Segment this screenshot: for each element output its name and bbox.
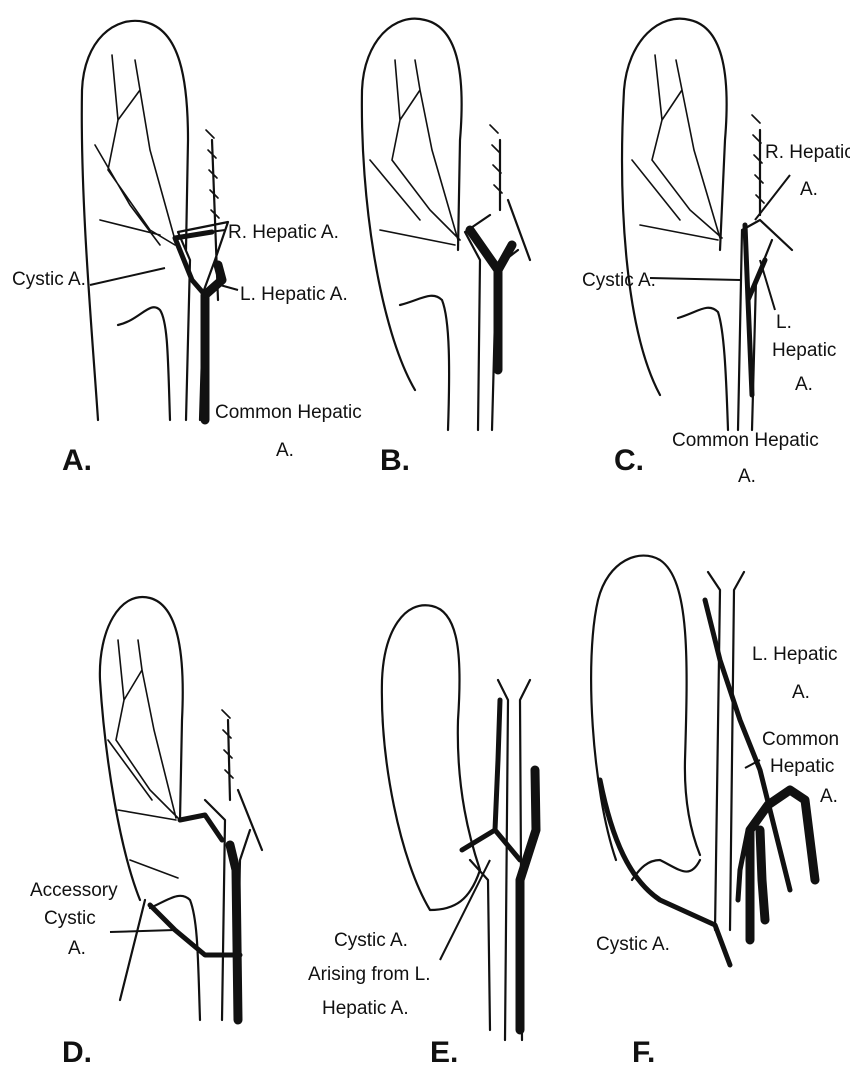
label-hepatic-a: A. [820, 786, 838, 807]
gallbladder-outline [82, 21, 188, 420]
leader-lines [110, 930, 175, 932]
panel-d: Accessory Cystic A. D. [30, 597, 262, 1069]
label-r-hepatic-a: A. [800, 179, 818, 200]
label-common-hepatic: Common Hepatic [672, 430, 819, 451]
label-l-hepatic-a: A. [792, 682, 810, 703]
gallbladder-outline [100, 597, 183, 900]
common-hepatic-artery [230, 845, 238, 1020]
panel-e: Cystic A. Arising from L. Hepatic A. E. [308, 605, 536, 1069]
panel-letter-b: B. [380, 444, 410, 477]
label-hepatic: Hepatic [770, 756, 834, 777]
gallbladder-neck [400, 296, 449, 430]
gallbladder-neck [678, 308, 728, 430]
label-hepatic: Hepatic [772, 340, 836, 361]
gallbladder-outline [382, 605, 480, 910]
label-common-hepatic-a: A. [276, 440, 294, 461]
label-hepatic-a: Hepatic A. [322, 998, 409, 1019]
duct-lines [632, 572, 744, 930]
label-l-hepatic-a: L. Hepatic A. [240, 284, 348, 305]
accessory-cystic-artery [150, 815, 240, 955]
panel-letter-c: C. [614, 444, 644, 477]
cystic-artery-branches [370, 60, 460, 245]
panel-letter-f: F. [632, 1036, 655, 1069]
label-common: Common [762, 729, 839, 750]
gallbladder-outline [362, 19, 462, 390]
l-hepatic-artery [520, 770, 536, 1030]
cystic-artery-branches [632, 55, 722, 240]
panel-letter-e: E. [430, 1036, 458, 1069]
hatching [752, 115, 764, 203]
panel-f: L. Hepatic A. Common Hepatic A. Cystic A… [591, 556, 839, 1069]
label-l: L. [776, 312, 792, 333]
label-r-hepatic-a: R. Hepatic A. [228, 222, 339, 243]
cystic-artery-branches [108, 640, 178, 878]
label-cystic-a: Cystic A. [334, 930, 408, 951]
label-common-hepatic-a: A. [738, 466, 756, 487]
panel-b: B. [362, 19, 530, 477]
label-cystic-a: Cystic A. [596, 934, 670, 955]
gallbladder-neck [118, 307, 170, 420]
label-cystic: Cystic [44, 908, 96, 929]
panel-c: R. Hepatic A. Cystic A. L. Hepatic A. Co… [582, 19, 850, 487]
label-accessory: Accessory [30, 880, 118, 901]
common-hepatic-artery [205, 265, 222, 420]
label-r-hepatic: R. Hepatic [765, 142, 850, 163]
label-cystic-a: Cystic A. [582, 270, 656, 291]
panel-letter-d: D. [62, 1036, 92, 1069]
label-common-hepatic: Common Hepatic [215, 402, 362, 423]
label-l-hepatic: L. Hepatic [752, 644, 838, 665]
leader-lines [440, 860, 490, 960]
label-cystic-a: Cystic A. [12, 269, 86, 290]
cystic-artery-branches [95, 55, 175, 245]
label-arising-from-l: Arising from L. [308, 964, 430, 985]
panel-letter-a: A. [62, 444, 92, 477]
panel-a: R. Hepatic A. Cystic A. L. Hepatic A. Co… [12, 21, 362, 477]
label-hepatic-a: A. [795, 374, 813, 395]
label-cystic-a: A. [68, 938, 86, 959]
